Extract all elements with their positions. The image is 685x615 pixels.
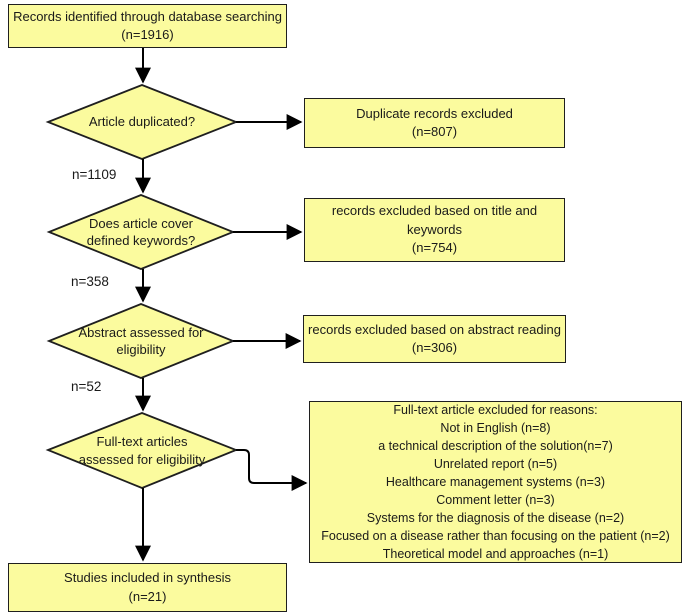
arrow-fulltext-to-excluded	[236, 449, 308, 491]
branch-label-n52: n=52	[71, 379, 102, 394]
branch-label-n358: n=358	[71, 274, 109, 289]
title-keywords-excluded-box: records excluded based on title and keyw…	[304, 198, 565, 262]
records-identified-box: Records identified through database sear…	[8, 4, 287, 48]
duplicates-excluded-box: Duplicate records excluded (n=807)	[304, 98, 565, 148]
fulltext-excluded-reasons-box: Full-text article excluded for reasons: …	[309, 401, 682, 563]
decision-keywords-shape	[46, 194, 236, 270]
studies-included-box: Studies included in synthesis (n=21)	[8, 563, 287, 612]
decision-fulltext-shape	[45, 412, 239, 489]
branch-label-n1109: n=1109	[72, 167, 117, 182]
decision-abstract-shape	[46, 303, 236, 379]
decision-article-duplicated-shape	[45, 84, 239, 160]
abstract-excluded-box: records excluded based on abstract readi…	[303, 315, 566, 363]
